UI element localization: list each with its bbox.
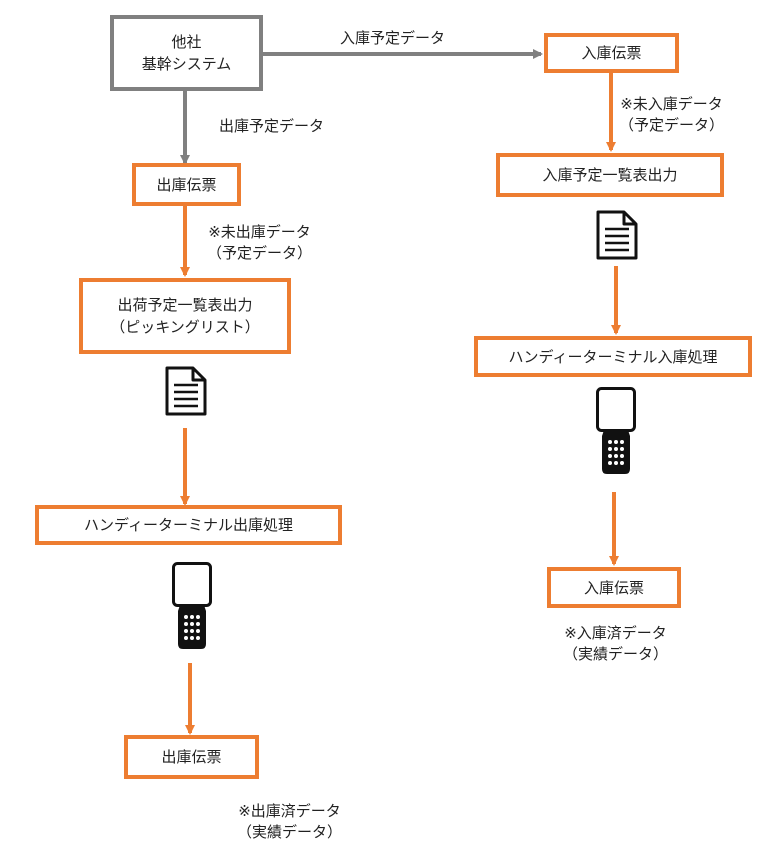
- label-out-plan-data: 出庫予定データ: [219, 117, 325, 135]
- label-in-unreceived: ※未入庫データ （予定データ）: [619, 94, 724, 136]
- node-out-picking-list: 出荷予定一覧表出力 （ピッキングリスト）: [79, 278, 291, 354]
- node-out-slip-1: 出庫伝票: [132, 163, 241, 206]
- label-in-done: ※入庫済データ （実績データ）: [563, 623, 668, 665]
- label-in-done-line2: （実績データ）: [563, 645, 669, 663]
- handy-terminal-icon: [596, 387, 636, 474]
- label-out-unshipped: ※未出庫データ （予定データ）: [207, 222, 312, 264]
- node-in-slip-2-label: 入庫伝票: [583, 578, 644, 597]
- label-in-unreceived-line2: （予定データ）: [619, 116, 725, 134]
- label-out-unshipped-line1: ※未出庫データ: [208, 223, 311, 241]
- node-in-handy-process-label: ハンディーターミナル入庫処理: [508, 347, 718, 366]
- label-in-done-line1: ※入庫済データ: [564, 624, 667, 642]
- node-in-slip-1-label: 入庫伝票: [581, 44, 642, 62]
- label-in-plan-data: 入庫予定データ: [340, 29, 446, 47]
- label-out-done-line2: （実績データ）: [237, 823, 343, 841]
- node-out-picking-list-line2: （ピッキングリスト）: [110, 318, 260, 336]
- node-out-handy-process-label: ハンディーターミナル出庫処理: [84, 516, 293, 534]
- node-in-list-label: 入庫予定一覧表出力: [542, 166, 678, 184]
- node-in-slip-1: 入庫伝票: [544, 33, 679, 73]
- document-icon: [165, 366, 207, 416]
- label-out-done: ※出庫済データ （実績データ）: [237, 801, 342, 843]
- node-in-slip-2: 入庫伝票: [547, 567, 681, 608]
- node-out-slip-2: 出庫伝票: [124, 735, 259, 779]
- node-out-picking-list-line1: 出荷予定一覧表出力: [117, 296, 253, 314]
- node-in-list: 入庫予定一覧表出力: [496, 153, 724, 197]
- handy-terminal-icon: [172, 562, 212, 649]
- node-out-handy-process: ハンディーターミナル出庫処理: [35, 505, 342, 545]
- document-icon: [596, 210, 638, 260]
- node-source-system-line2: 基幹システム: [141, 55, 232, 73]
- label-out-done-line1: ※出庫済データ: [238, 802, 341, 820]
- node-in-handy-process: ハンディーターミナル入庫処理: [474, 336, 752, 377]
- node-out-slip-1-label: 出庫伝票: [156, 175, 217, 194]
- label-in-unreceived-line1: ※未入庫データ: [620, 95, 723, 113]
- node-source-system: 他社 基幹システム: [110, 15, 263, 91]
- node-out-slip-2-label: 出庫伝票: [161, 748, 222, 766]
- node-source-system-line1: 他社: [171, 33, 202, 51]
- label-out-unshipped-line2: （予定データ）: [207, 244, 313, 262]
